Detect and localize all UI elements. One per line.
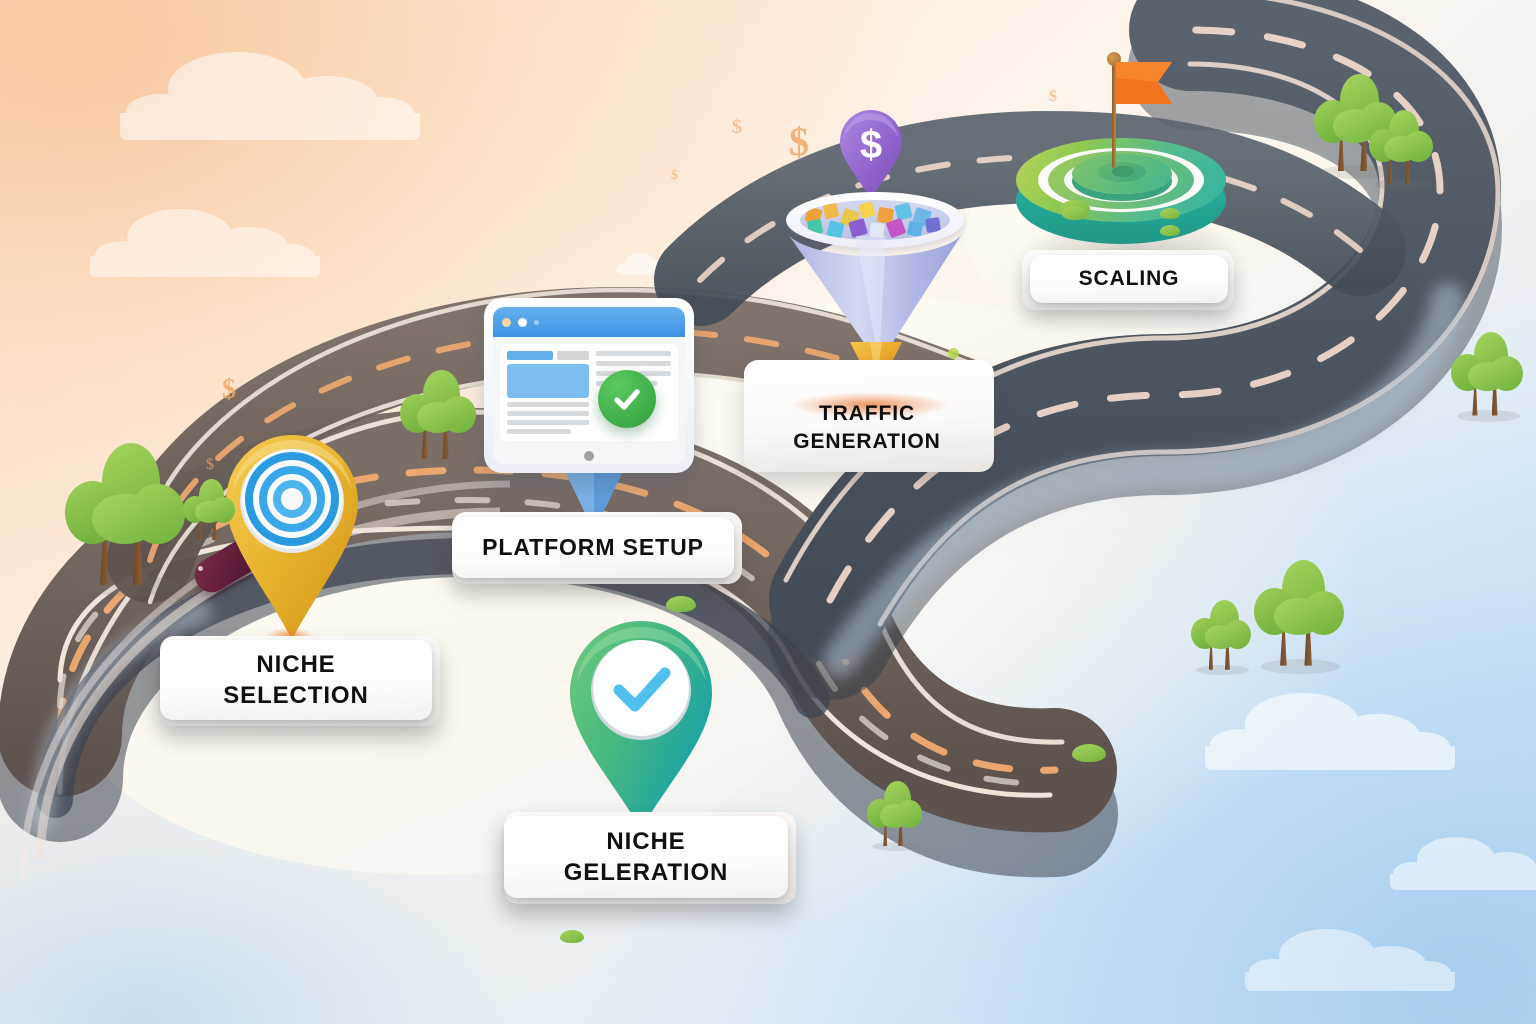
- map-pin-check-icon: [570, 621, 712, 830]
- bush-a-icon: [666, 596, 696, 612]
- label-traffic-generation[interactable]: TRAFFIC GENERATION: [744, 388, 990, 468]
- bullseye-target-icon: [1016, 132, 1226, 252]
- bush-on-target-2: [1160, 208, 1180, 219]
- dollar-left-2: $: [206, 456, 214, 473]
- tree-left-small-icon: [182, 478, 236, 546]
- bush-c-icon: [1160, 225, 1180, 236]
- sparkle-dot-icon: [948, 348, 959, 359]
- label-niche-generation-line2: GELERATION: [563, 858, 729, 886]
- browser-window-icon: [484, 298, 694, 473]
- step-niche-generation[interactable]: [566, 618, 726, 838]
- browser-home-button: [493, 448, 685, 464]
- tree-right-b-icon: [1368, 108, 1434, 191]
- label-niche-generation-line1: NICHE: [606, 828, 686, 856]
- label-traffic-line2: GENERATION: [793, 430, 941, 453]
- map-pin-icon: [226, 435, 358, 640]
- label-niche-generation[interactable]: NICHE GELERATION: [504, 816, 788, 898]
- dollar-far-top: $: [671, 168, 678, 183]
- label-scaling[interactable]: SCALING: [1030, 255, 1228, 303]
- check-badge-icon: [598, 370, 656, 428]
- browser-dot-2: [518, 317, 527, 327]
- bush-d-icon: [1072, 744, 1106, 762]
- dollar-big-top: $: [789, 119, 809, 164]
- dollar-left: $: [222, 374, 236, 405]
- flag-icon: [1104, 50, 1174, 170]
- bush-b-icon: [1062, 206, 1088, 220]
- tree-left-big-icon: [62, 440, 188, 598]
- step-scaling[interactable]: [1008, 40, 1248, 330]
- bush-e-icon: [560, 930, 584, 943]
- dollar-small-top: $: [732, 116, 742, 138]
- traffic-glow: [790, 392, 950, 418]
- dollar-pin-symbol: $: [860, 123, 882, 167]
- label-niche-selection-line2: SELECTION: [223, 681, 369, 709]
- browser-content: [500, 344, 678, 441]
- label-niche-selection-line1: NICHE: [256, 651, 336, 679]
- tree-right-e-icon: [1450, 330, 1524, 423]
- label-niche-selection[interactable]: NICHE SELECTION: [160, 640, 432, 720]
- label-platform-setup-text: PLATFORM SETUP: [482, 534, 704, 561]
- tree-right-c-icon: [1252, 558, 1346, 675]
- dollar-pin-icon: $: [836, 108, 906, 208]
- tree-bottom-mid-icon: [866, 780, 924, 852]
- flag-cloth: [1116, 62, 1172, 104]
- browser-titlebar: [493, 307, 685, 337]
- step-platform-setup[interactable]: [484, 298, 704, 532]
- dollar-scale: $: [1049, 88, 1057, 105]
- tree-right-d-icon: [1190, 598, 1252, 676]
- label-scaling-text: SCALING: [1078, 266, 1180, 290]
- browser-dot-1: [502, 317, 511, 327]
- browser-dot-3: [534, 319, 539, 325]
- label-platform-setup[interactable]: PLATFORM SETUP: [452, 517, 734, 578]
- label-traffic-line1: TRAFFIC: [818, 401, 916, 425]
- step-niche-selection[interactable]: [170, 432, 400, 662]
- tree-mid-left-icon: [398, 368, 477, 467]
